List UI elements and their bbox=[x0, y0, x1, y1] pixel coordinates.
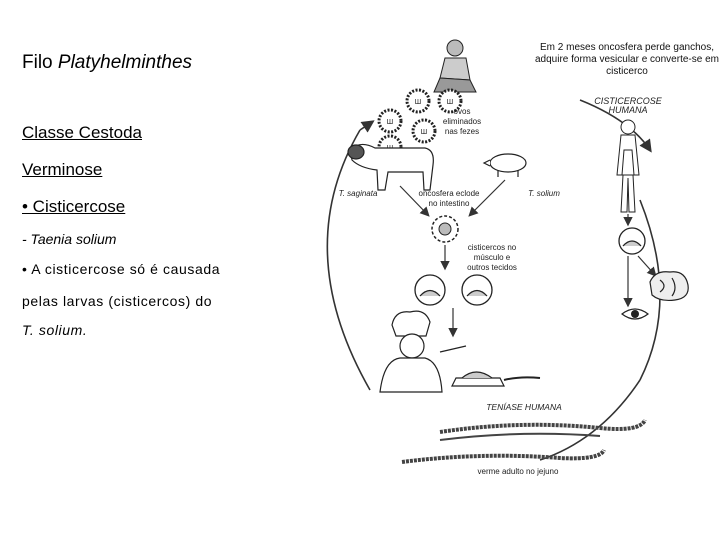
oncosphere-label-2: no intestino bbox=[429, 199, 470, 208]
taeniasis-label: TENÍASE HUMANA bbox=[486, 402, 562, 412]
cysticercosis-label-1: CISTICERCOSE bbox=[594, 96, 663, 106]
disease-group: Verminose bbox=[22, 160, 103, 179]
arrow-cow-to-oncosphere bbox=[399, 185, 430, 217]
arrow-to-brain bbox=[637, 255, 657, 277]
t-solium-label: T. solium bbox=[528, 189, 560, 198]
class-heading: Classe Cestoda bbox=[22, 123, 143, 142]
cow-figure bbox=[347, 143, 434, 191]
species-line: - Taenia solium bbox=[22, 231, 117, 247]
small-worm bbox=[503, 376, 541, 381]
cook-figure bbox=[379, 310, 467, 393]
cysticercus-right-figure bbox=[618, 227, 646, 255]
svg-text:Ш: Ш bbox=[415, 99, 421, 106]
oncosphere-note: Em 2 meses oncosfera perde ganchos, adqu… bbox=[535, 42, 719, 77]
statement-line-2: pelas larvas (cisticercos) do bbox=[22, 293, 213, 309]
cycle-arc-left bbox=[326, 129, 371, 391]
eye-icon bbox=[621, 308, 649, 320]
arrow-pig-to-oncosphere bbox=[468, 179, 506, 217]
oncosphere-figure bbox=[431, 215, 459, 243]
statement-line-1: • A cisticercose só é causada bbox=[22, 261, 221, 277]
adult-worm-label: verme adulto no jejuno bbox=[478, 467, 559, 476]
brain-icon bbox=[649, 271, 689, 302]
life-cycle-diagram: Ш Ш Ш Ш Ш ovos eliminados nas fezes CIST… bbox=[326, 39, 689, 476]
statement-line-3: T. solium. bbox=[22, 322, 88, 338]
cycle-arc-top-left bbox=[359, 120, 375, 133]
meat-dish-figure bbox=[451, 371, 505, 387]
cysticerci-figures bbox=[414, 274, 493, 306]
cysticerci-label-3: outros tecidos bbox=[467, 263, 517, 272]
pig-figure bbox=[482, 153, 527, 177]
man-sitting-figure bbox=[433, 39, 477, 93]
cysticerci-label-2: músculo e bbox=[474, 253, 511, 262]
eggs-label-2: eliminados bbox=[443, 117, 481, 126]
cysticerci-label-1: cisticercos no bbox=[468, 243, 517, 252]
t-saginata-label: T. saginata bbox=[339, 189, 378, 198]
oncosphere-label-1: oncosfera eclode bbox=[419, 189, 480, 198]
eggs-label-1: ovos bbox=[454, 107, 471, 116]
svg-text:Ш: Ш bbox=[387, 119, 393, 126]
bullet-cysticercosis: • Cisticercose bbox=[22, 197, 126, 216]
cysticercosis-label-2: HUMANA bbox=[608, 105, 647, 115]
cycle-arc-bottom-right bbox=[539, 379, 641, 461]
slide-title: Filo Platyhelminthes bbox=[22, 52, 193, 73]
svg-text:Ш: Ш bbox=[421, 129, 427, 136]
svg-text:Ш: Ш bbox=[447, 99, 453, 106]
human-body-figure bbox=[616, 119, 640, 213]
eggs-label-3: nas fezes bbox=[445, 127, 479, 136]
adult-worms-figure bbox=[401, 418, 647, 464]
